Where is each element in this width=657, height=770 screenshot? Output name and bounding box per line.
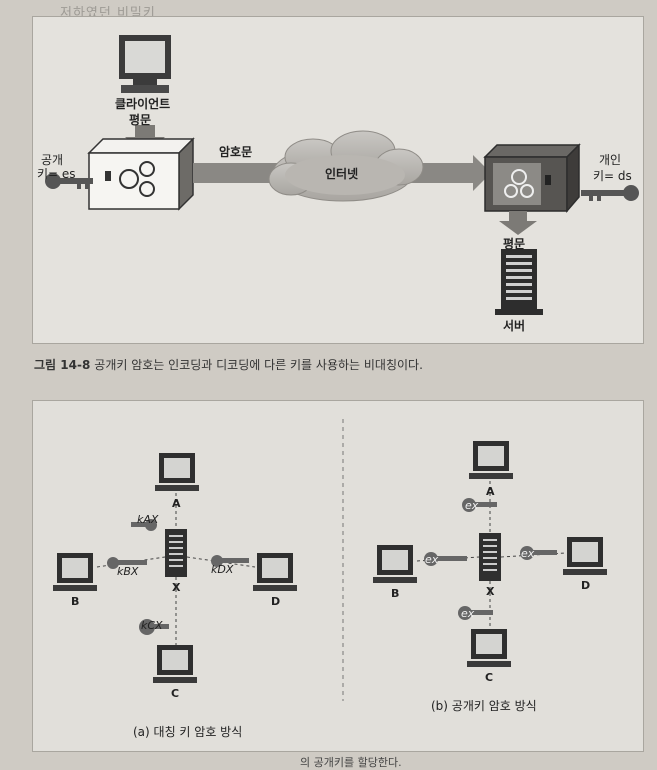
node-x-right-label: X [486, 585, 495, 598]
public-key-title: 공개 [41, 153, 64, 167]
figure-key-distribution: A B D C X kAX kBX kDX kCX (a) 대칭 키 암호 방식… [32, 400, 644, 752]
ciphertext-label: 암호문 [219, 145, 253, 159]
computer-b-right-icon [373, 545, 417, 583]
private-key-title: 개인 [599, 153, 622, 167]
node-d-right-label: D [581, 579, 591, 592]
key-cx-label: kCX [141, 619, 163, 632]
client-computer-icon [119, 35, 171, 93]
key-dx-icon [211, 555, 249, 567]
decoder-box-icon [483, 143, 581, 214]
key-ex-d-label: ex [521, 547, 535, 560]
server-icon [495, 249, 543, 315]
public-key-icon [45, 173, 93, 189]
public-key-b-icon [424, 552, 467, 566]
node-b-right-label: B [391, 587, 400, 600]
figure-number: 그림 14-8 [34, 358, 91, 372]
public-key-caption: (b) 공개키 암호 방식 [431, 699, 537, 713]
right-panel-diagram [373, 441, 607, 667]
node-d-label: D [271, 595, 281, 608]
plaintext-arrow-server [499, 211, 537, 235]
computer-a-icon [155, 453, 199, 491]
server-label: 서버 [503, 319, 526, 333]
key-ex-a-label: ex [465, 499, 479, 512]
key-ax-icon [131, 519, 157, 531]
plaintext-top-label: 평문 [129, 113, 152, 127]
computer-b-icon [53, 553, 97, 591]
public-key-d-icon [520, 546, 557, 560]
bottom-text: 의 공개키를 할당한다. [300, 756, 402, 769]
node-x-label: X [172, 581, 181, 594]
key-cx-icon [139, 619, 169, 635]
internet-label: 인터넷 [325, 167, 359, 181]
node-a-right-label: A [486, 485, 495, 498]
node-c-label: C [171, 687, 180, 700]
figure-public-key-encryption: 클라이언트 평문 암호문 인터넷 공개 키= es 개인 키= ds 평문 서버 [32, 16, 644, 344]
key-bx-label: kBX [117, 565, 139, 578]
plaintext-bottom-label: 평문 [503, 237, 526, 251]
client-label: 클라이언트 [115, 97, 171, 111]
computer-d-icon [253, 553, 297, 591]
computer-c-icon [153, 645, 197, 683]
node-a-label: A [172, 497, 181, 510]
public-key-label: 키= es [37, 167, 76, 181]
public-key-a-icon [462, 498, 497, 512]
computer-a-right-icon [469, 441, 513, 479]
computer-c-right-icon [467, 629, 511, 667]
computer-d-right-icon [563, 537, 607, 575]
encoder-box-icon [87, 137, 195, 211]
public-key-c-icon [458, 606, 493, 620]
left-panel-diagram [53, 453, 297, 683]
node-b-label: B [71, 595, 80, 608]
internet-cloud-icon [268, 130, 424, 202]
symmetric-caption: (a) 대칭 키 암호 방식 [133, 725, 243, 739]
private-key-label: 키= ds [593, 169, 632, 183]
key-ax-label: kAX [137, 513, 159, 526]
key-dx-label: kDX [211, 563, 234, 576]
key-ex-c-label: ex [461, 607, 475, 620]
key-ex-b-label: ex [425, 553, 439, 566]
key-bx-icon [107, 557, 147, 569]
server-x-icon [165, 529, 187, 577]
private-key-icon [581, 185, 639, 201]
figure-caption-text: 공개키 암호는 인코딩과 디코딩에 다른 키를 사용하는 비대칭이다. [94, 358, 423, 372]
server-x-right-icon [479, 533, 501, 581]
node-c-right-label: C [485, 671, 494, 684]
